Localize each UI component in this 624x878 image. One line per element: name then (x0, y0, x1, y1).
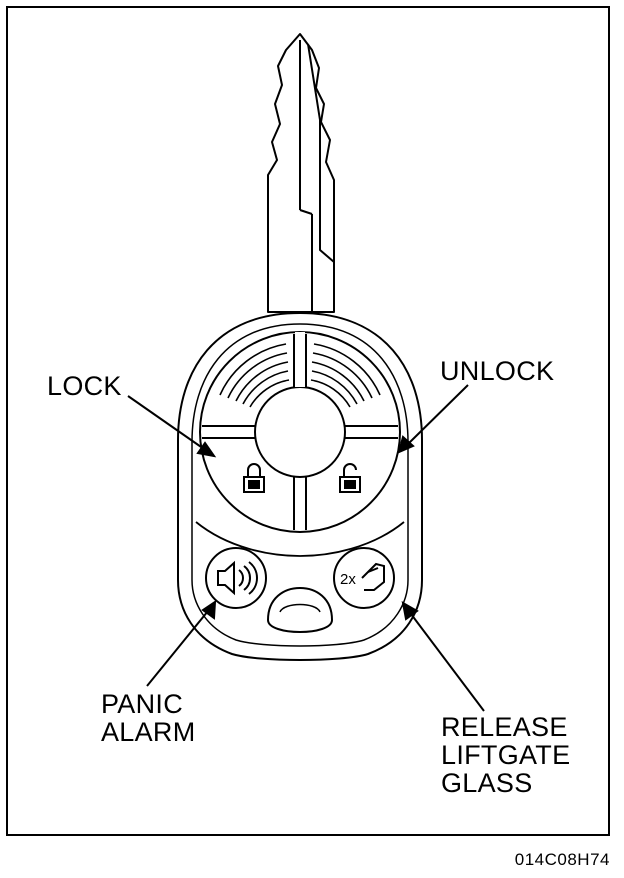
lock-icon (243, 463, 265, 493)
upper-left-button-texture (219, 343, 290, 408)
liftgate-button (333, 547, 395, 609)
fob-shell (177, 312, 423, 661)
lock-label-text: LOCK (47, 371, 122, 401)
release-leader (410, 613, 485, 712)
unlock-icon (339, 463, 361, 493)
release-label-line1: RELEASE (441, 712, 568, 742)
release-label-line3: GLASS (441, 768, 533, 798)
liftgate-glass-icon (361, 562, 385, 591)
panic-alarm-label: PANIC ALARM (101, 690, 196, 746)
panic-button (205, 547, 267, 609)
unlock-label: UNLOCK (440, 357, 554, 385)
figure-frame (6, 6, 610, 836)
lock-label: LOCK (47, 372, 122, 400)
key-blade (267, 33, 335, 313)
center-hub (254, 386, 346, 478)
panic-label-line2: ALARM (101, 717, 196, 747)
unlock-leader (407, 384, 469, 445)
panic-leader (146, 610, 209, 687)
speaker-icon (217, 560, 258, 596)
liftgate-mark: 2x (340, 571, 356, 588)
upper-right-button-texture (310, 343, 381, 408)
release-label-line2: LIFTGATE (441, 740, 571, 770)
panic-label-line1: PANIC (101, 689, 184, 719)
leader-lines (127, 384, 485, 712)
lock-leader (127, 395, 205, 450)
key-ring-slot (267, 587, 333, 633)
unlock-label-text: UNLOCK (440, 356, 555, 386)
release-liftgate-glass-label: RELEASE LIFTGATE GLASS (441, 713, 570, 797)
figure-id: 014C08H74 (514, 850, 610, 869)
fob-inner-shell (191, 323, 409, 647)
